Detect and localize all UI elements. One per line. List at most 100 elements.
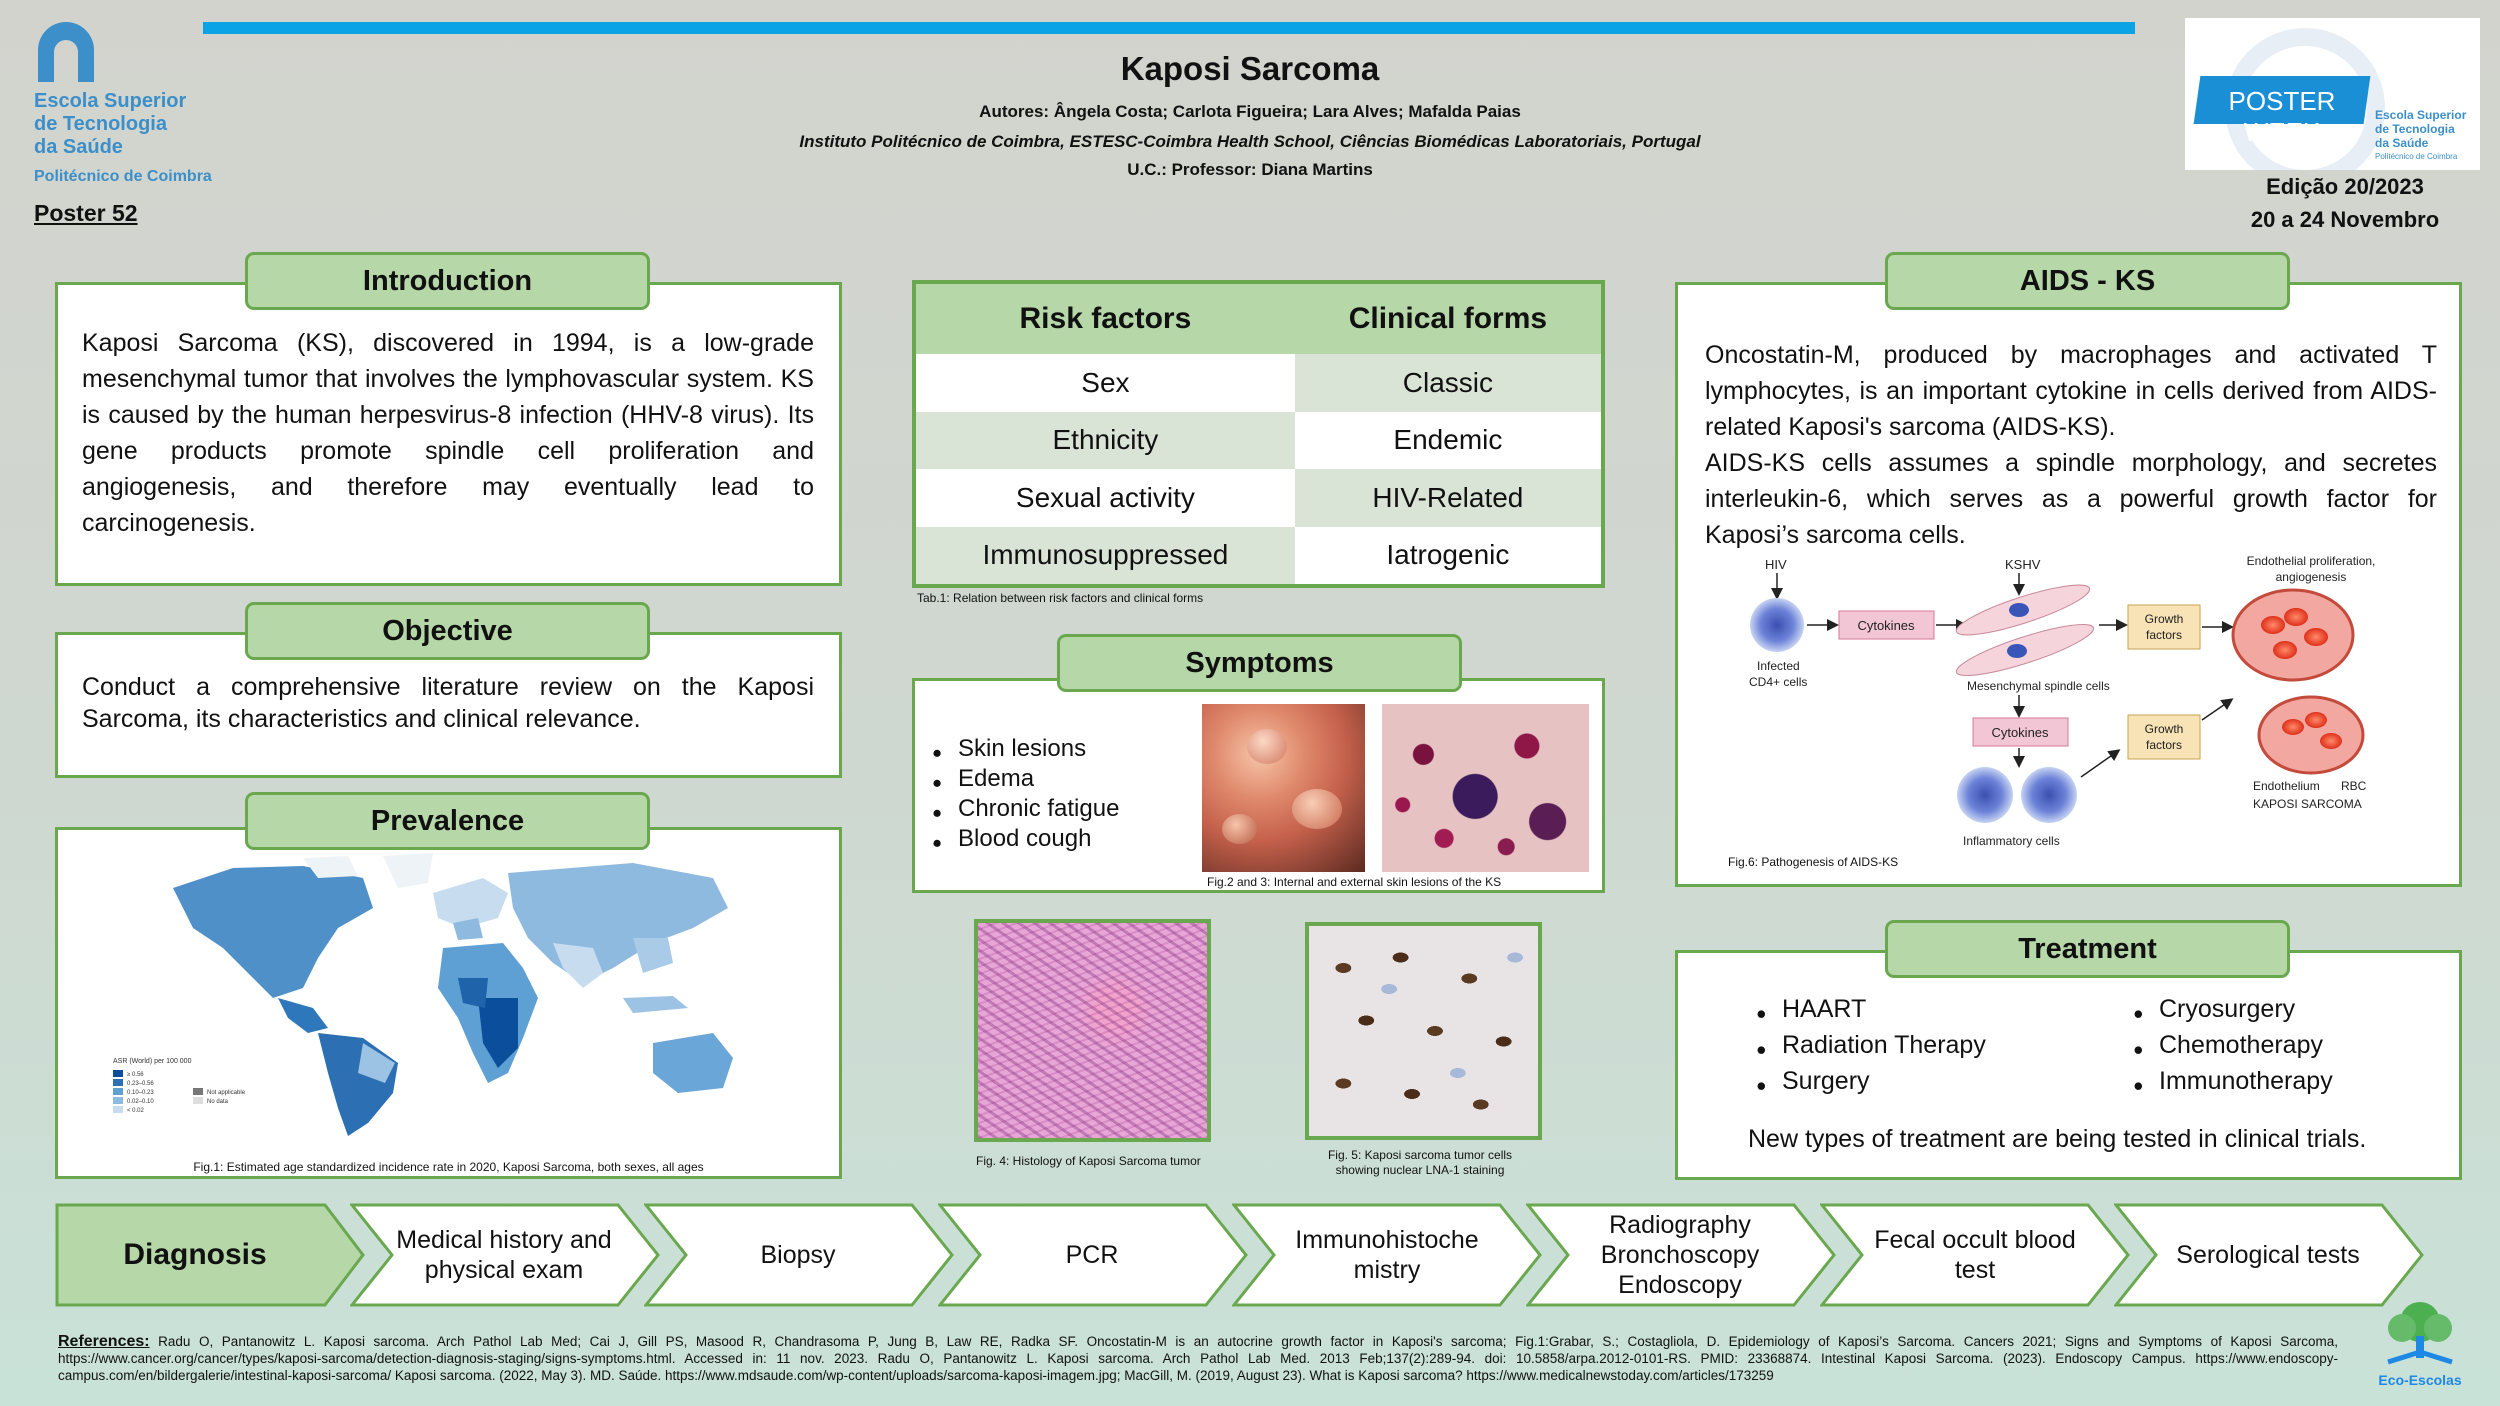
table-cell: Classic: [1294, 354, 1601, 412]
list-item: Cryosurgery: [2133, 991, 2333, 1031]
pw-side-3: da Saúde: [2375, 136, 2429, 150]
risk-table: Risk factors Clinical forms Sex Classic …: [916, 284, 1601, 584]
diagram-infected: Infected: [1757, 659, 1800, 673]
internal-lesion-image: [1202, 704, 1365, 872]
legend-na: Not applicable: [207, 1090, 246, 1096]
diagram-endothelium: Endothelium: [2253, 779, 2320, 793]
aids-ks-box: Oncostatin-M, produced by macrophages an…: [1675, 282, 2462, 887]
lna1-caption: Fig. 5: Kaposi sarcoma tumor cells showi…: [1300, 1148, 1540, 1178]
lna1-caption-line-2: showing nuclear LNA-1 staining: [1335, 1163, 1505, 1177]
diagnosis-step-label: Medical history and physical exam: [396, 1226, 612, 1284]
poster-number: Poster 52: [34, 200, 138, 226]
list-item: Surgery: [1756, 1063, 1986, 1103]
edition: Edição 20/2023: [2266, 174, 2424, 199]
symptoms-heading: Symptoms: [1057, 634, 1462, 692]
introduction-heading: Introduction: [245, 252, 650, 310]
diagram-kshv: KSHV: [2005, 557, 2041, 572]
school-logo: Escola Superior de Tecnologia da Saúde P…: [30, 20, 240, 195]
list-item: Chronic fatigue: [932, 794, 1119, 828]
references-label: References:: [58, 1333, 150, 1350]
prevalence-caption: Fig.1: Estimated age standardized incide…: [193, 1160, 704, 1174]
objective-heading: Objective: [245, 602, 650, 660]
table-cell: Iatrogenic: [1294, 526, 1601, 584]
aids-ks-paragraph-2: AIDS-KS cells assumes a spindle morpholo…: [1705, 449, 2437, 549]
table-row: Immunosuppressed Iatrogenic: [916, 526, 1601, 584]
external-lesion-image: [1382, 704, 1589, 872]
diagnosis-step-label: Fecal occult blood test: [1874, 1226, 2076, 1284]
diagram-growth-2a: Growth: [2145, 722, 2184, 736]
treatment-list-1: HAART Radiation Therapy Surgery: [1756, 991, 1986, 1103]
diagram-cytokines-2: Cytokines: [1991, 725, 2049, 740]
legend-item-3: 0.10–0.23: [127, 1090, 154, 1096]
tree-icon: [2387, 1302, 2453, 1365]
prevalence-box: ASR (World) per 100 000 ≥ 0.56 0.23–0.56…: [55, 827, 842, 1179]
institution: Instituto Politécnico de Coimbra, ESTESC…: [799, 132, 1701, 151]
list-item: Chemotherapy: [2133, 1027, 2333, 1067]
pw-side-4: Politécnico de Coimbra: [2375, 152, 2458, 161]
diagram-endo-1: Endothelial proliferation,: [2247, 555, 2376, 568]
treatment-box: HAART Radiation Therapy Surgery Cryosurg…: [1675, 950, 2462, 1180]
event-dates: 20 a 24 Novembro: [2250, 207, 2440, 232]
diagnosis-step-label: Biopsy: [760, 1241, 836, 1269]
diagram-cytokines-1: Cytokines: [1857, 618, 1915, 633]
aids-ks-text: Oncostatin-M, produced by macrophages an…: [1705, 337, 2437, 553]
symptoms-caption: Fig.2 and 3: Internal and external skin …: [1207, 875, 1502, 889]
header-accent-bar: [203, 22, 2135, 34]
aids-ks-paragraph-1: Oncostatin-M, produced by macrophages an…: [1705, 341, 2437, 441]
diagnosis-step-label: Serological tests: [2176, 1241, 2360, 1269]
diagnosis-step: Medical history and physical exam: [350, 1203, 662, 1307]
diagram-rbc: RBC: [2341, 779, 2367, 793]
course-unit: U.C.: Professor: Diana Martins: [1127, 160, 1373, 179]
diagram-growth-1b: factors: [2146, 628, 2182, 642]
objective-text: Conduct a comprehensive literature revie…: [82, 673, 814, 733]
diagram-growth-2b: factors: [2146, 738, 2182, 752]
legend-item-2: 0.23–0.56: [127, 1081, 154, 1087]
symptoms-box: Skin lesions Edema Chronic fatigue Blood…: [912, 678, 1605, 893]
risk-table-box: Risk factors Clinical forms Sex Classic …: [912, 280, 1605, 588]
authors: Autores: Ângela Costa; Carlota Figueira;…: [979, 102, 1521, 121]
list-item: HAART: [1756, 991, 1986, 1031]
diagram-kaposi: KAPOSI SARCOMA: [2253, 797, 2362, 811]
table-cell: Endemic: [1294, 411, 1601, 469]
diagram-cd4: CD4+ cells: [1749, 675, 1807, 689]
eco-escolas-logo: Eco-Escolas: [2370, 1300, 2470, 1395]
diagnosis-label: Diagnosis: [123, 1238, 267, 1271]
table-header-clinical: Clinical forms: [1294, 284, 1601, 354]
world-incidence-map: ASR (World) per 100 000 ≥ 0.56 0.23–0.56…: [113, 853, 733, 1136]
legend-item-5: < 0.02: [127, 1108, 145, 1114]
poster-title: Kaposi Sarcoma: [1120, 50, 1380, 87]
references-text: Radu O, Pantanowitz L. Kaposi sarcoma. A…: [58, 1334, 2338, 1383]
table-cell: Sexual activity: [916, 469, 1295, 527]
poster-week-logo: POSTER WEEK Escola Superior de Tecnologi…: [2185, 18, 2480, 170]
diagnosis-step: Radiography Bronchoscopy Endoscopy: [1526, 1203, 1838, 1307]
list-item: Immunotherapy: [2133, 1063, 2333, 1103]
table-row: Sex Classic: [916, 354, 1601, 412]
table-row: Sexual activity HIV-Related: [916, 469, 1601, 527]
diagnosis-step: Immunohistoche mistry: [1232, 1203, 1544, 1307]
table-header-risk: Risk factors: [916, 284, 1295, 354]
diagnosis-step: Fecal occult blood test: [1820, 1203, 2132, 1307]
diagnosis-step: PCR: [938, 1203, 1250, 1307]
diagram-endo-2: angiogenesis: [2276, 570, 2347, 584]
list-item: Radiation Therapy: [1756, 1027, 1986, 1067]
legend-item-4: 0.02–0.10: [127, 1099, 154, 1105]
table-cell: HIV-Related: [1294, 469, 1601, 527]
table-row: Ethnicity Endemic: [916, 411, 1601, 469]
diagnosis-step: Biopsy: [644, 1203, 956, 1307]
diagnosis-label-arrow: Diagnosis: [55, 1203, 367, 1307]
references: References: Radu O, Pantanowitz L. Kapos…: [58, 1333, 2338, 1384]
logo-line-1: Escola Superior: [34, 90, 187, 112]
table-caption: Tab.1: Relation between risk factors and…: [917, 591, 1204, 605]
legend-item-1: ≥ 0.56: [127, 1072, 144, 1078]
list-item: Skin lesions: [932, 734, 1119, 768]
prevalence-heading: Prevalence: [245, 792, 650, 850]
aids-ks-caption: Fig.6: Pathogenesis of AIDS-KS: [1728, 855, 1899, 869]
treatment-note: New types of treatment are being tested …: [1748, 1125, 2367, 1153]
poster-week-label: POSTER WEEK: [2228, 86, 2336, 147]
aids-ks-heading: AIDS - KS: [1885, 252, 2290, 310]
pw-side-2: de Tecnologia: [2375, 122, 2455, 136]
histology-caption: Fig. 4: Histology of Kaposi Sarcoma tumo…: [976, 1154, 1201, 1168]
pw-side-1: Escola Superior: [2375, 108, 2467, 122]
diagnosis-step-label: PCR: [1065, 1241, 1119, 1269]
table-cell: Sex: [916, 354, 1295, 412]
